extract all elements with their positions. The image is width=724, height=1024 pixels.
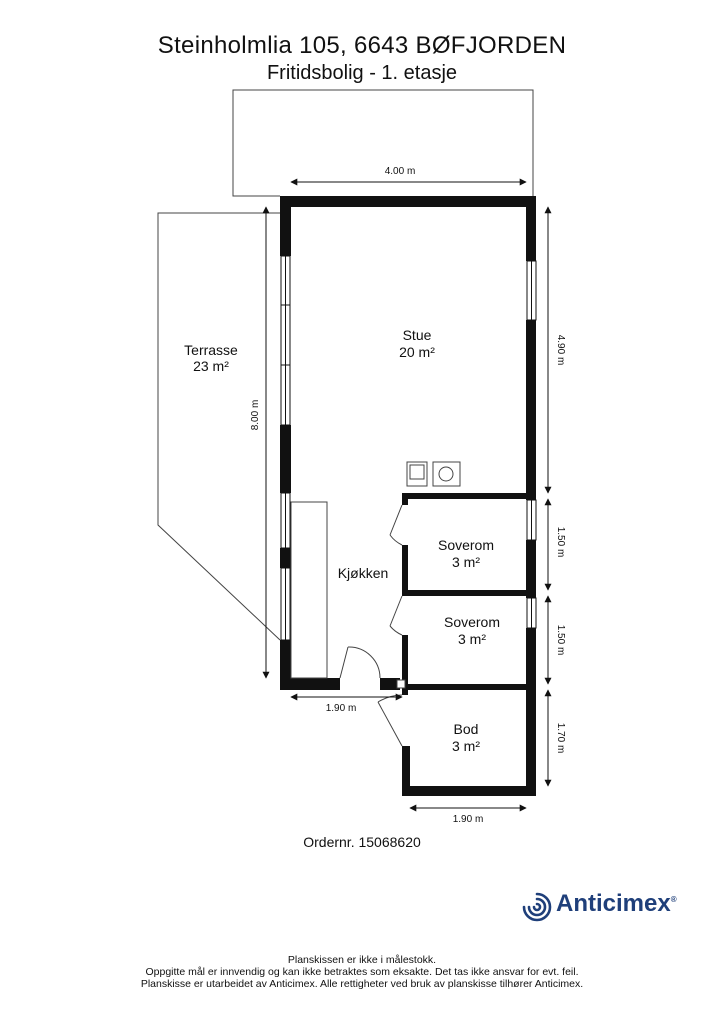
anticimex-logo: Anticimex® xyxy=(520,888,700,922)
room-soverom2-name: Soverom xyxy=(444,614,500,630)
logo-name: Anticimex xyxy=(556,890,671,917)
footer-line-3: Planskisse er utarbeidet av Anticimex. A… xyxy=(140,978,584,990)
room-terrasse-name: Terrasse xyxy=(184,342,238,358)
order-number: Ordernr. 15068620 xyxy=(303,834,421,850)
floor-subtitle: Fritidsbolig - 1. etasje xyxy=(266,62,458,84)
kitchen-counter xyxy=(290,501,328,679)
windows xyxy=(280,255,537,641)
room-soverom1-name: Soverom xyxy=(438,537,494,553)
logo-registered-mark: ® xyxy=(670,895,677,904)
dim-left-height: 8.00 m xyxy=(250,400,261,431)
walls xyxy=(280,196,536,796)
dimension-lines xyxy=(262,178,552,812)
room-soverom2-area: 3 m² xyxy=(458,631,486,647)
room-terrasse-area: 23 m² xyxy=(193,358,229,374)
terrace-outline-left xyxy=(157,212,281,641)
dim-soverom1-height: 1.50 m xyxy=(555,527,566,558)
dim-bottom-left-width: 1.90 m xyxy=(326,703,357,714)
dim-soverom2-height: 1.50 m xyxy=(555,625,566,656)
room-bod-area: 3 m² xyxy=(452,738,480,754)
spiral-icon xyxy=(522,892,552,922)
room-kjokken-name: Kjøkken xyxy=(338,565,389,581)
dim-stue-height: 4.90 m xyxy=(555,335,566,366)
footer-line-2: Oppgitte mål er innvendig og kan ikke be… xyxy=(145,966,579,978)
terrace-outline xyxy=(232,89,534,197)
dim-bod-height: 1.70 m xyxy=(555,723,566,754)
dim-bod-width: 1.90 m xyxy=(453,814,484,825)
room-stue-area: 20 m² xyxy=(399,344,435,360)
footer-line-1: Planskissen er ikke i målestokk. xyxy=(287,954,437,966)
dim-top-width: 4.00 m xyxy=(385,166,416,177)
stove-icon xyxy=(406,461,461,487)
room-bod-name: Bod xyxy=(454,721,479,737)
address-title: Steinholmlia 105, 6643 BØFJORDEN xyxy=(157,32,567,59)
room-soverom1-area: 3 m² xyxy=(452,554,480,570)
door-swings xyxy=(339,504,406,747)
room-stue-name: Stue xyxy=(403,327,432,343)
